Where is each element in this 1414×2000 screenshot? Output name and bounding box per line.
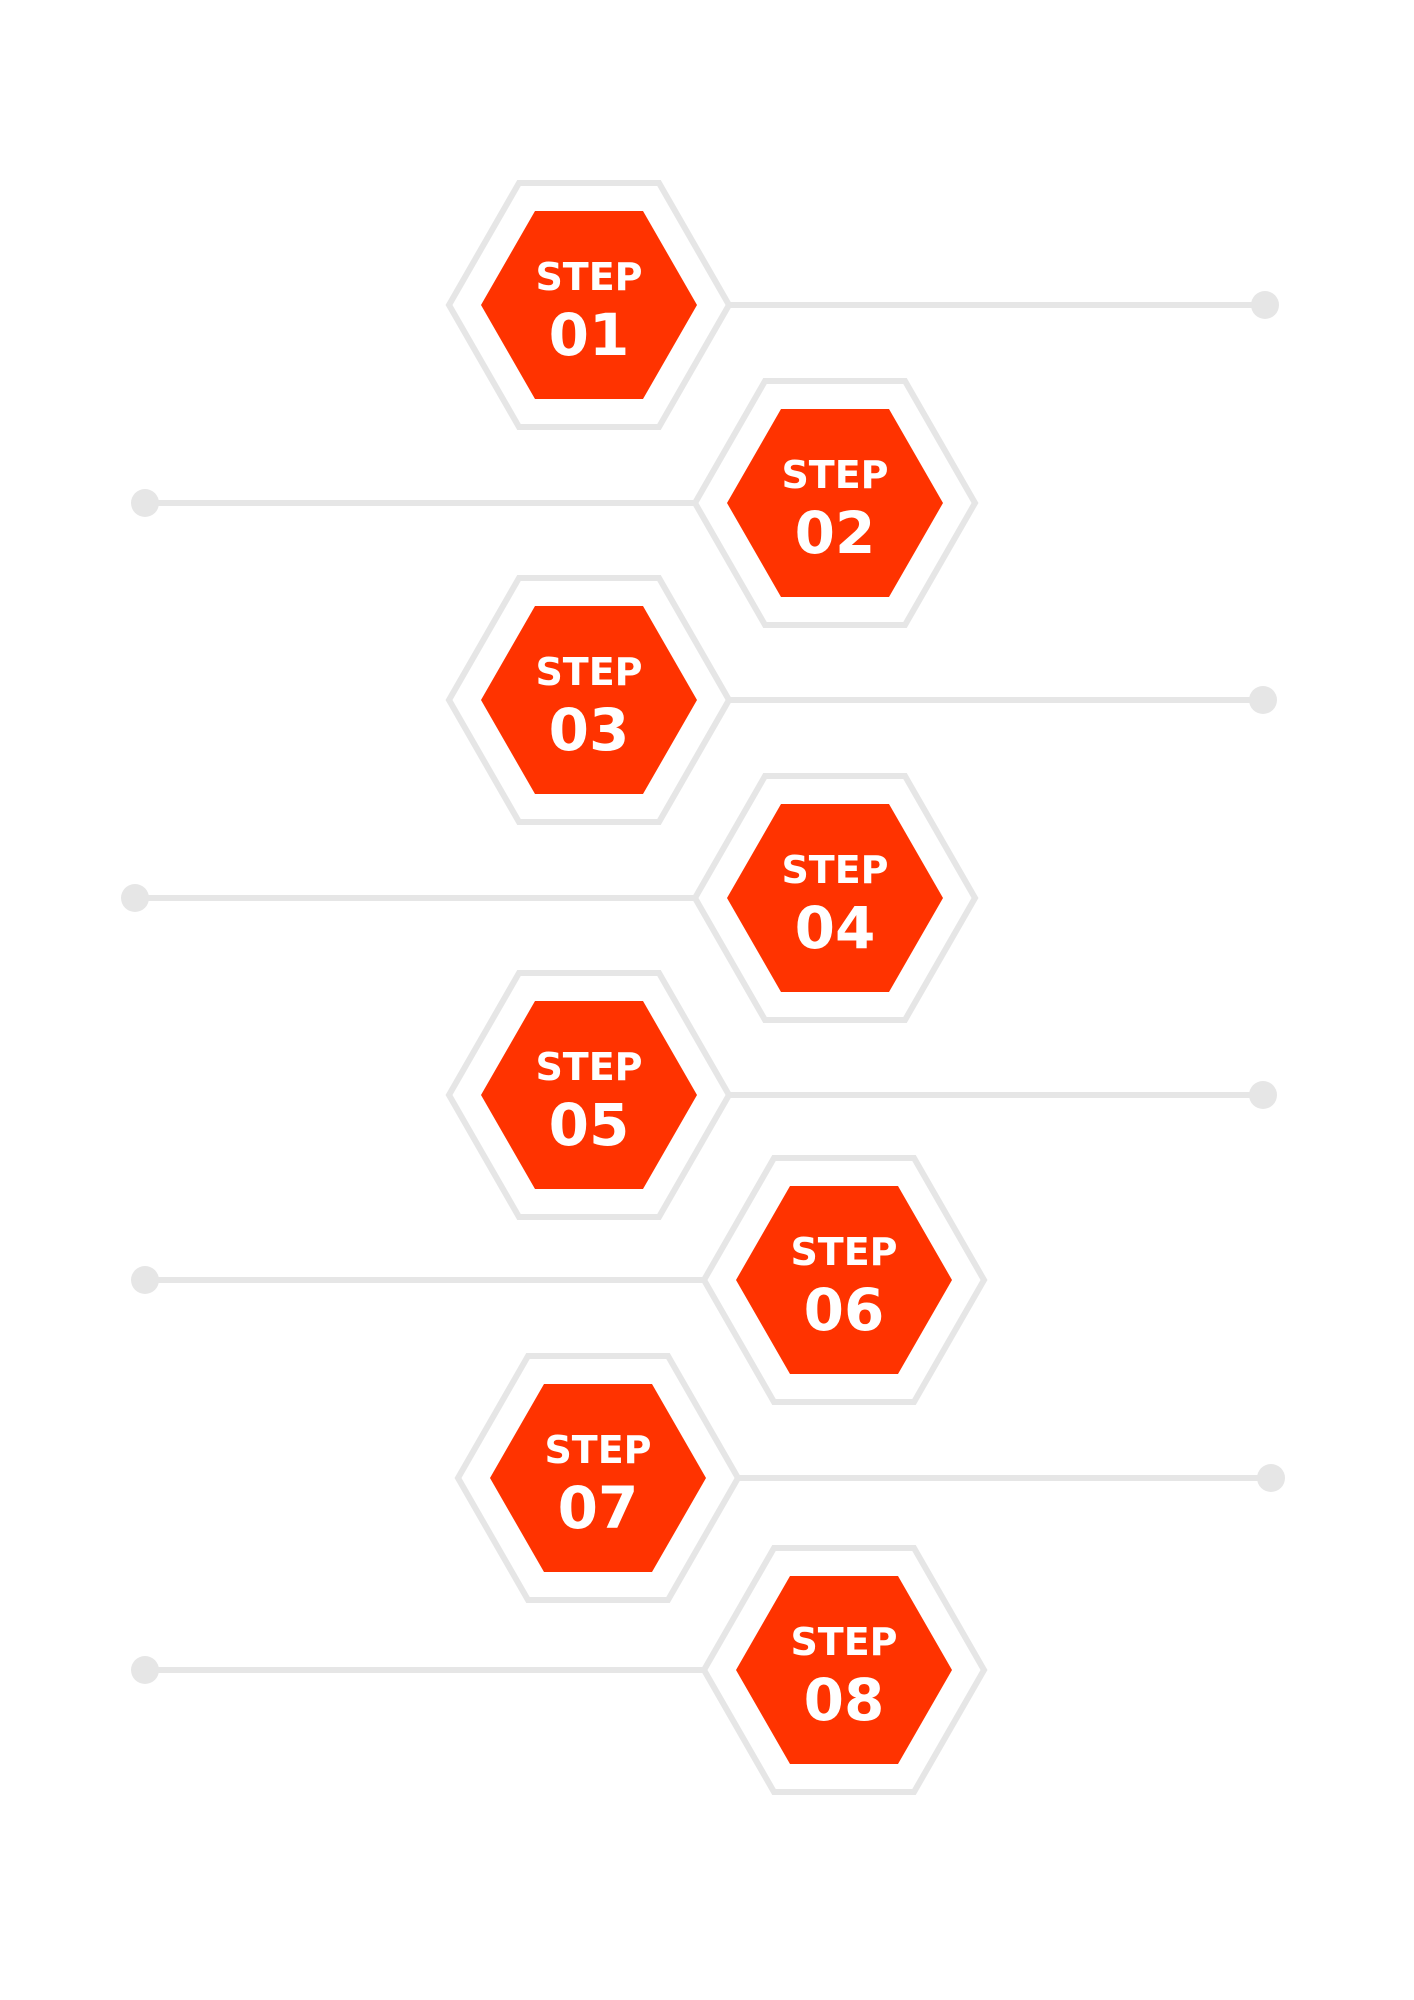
step-label: STEP (544, 1428, 651, 1472)
step-label: STEP (535, 650, 642, 694)
steps-layer: STEP01STEP02STEP03STEP04STEP05STEP06STEP… (445, 180, 988, 1795)
hexagon-fill (736, 1186, 952, 1374)
connector-dot-8 (131, 1656, 159, 1684)
hexagon-fill (481, 211, 697, 399)
step-label: STEP (790, 1230, 897, 1274)
connector-dot-5 (1249, 1081, 1277, 1109)
step-label: STEP (781, 848, 888, 892)
hexagon-fill (481, 1001, 697, 1189)
step-label: STEP (790, 1620, 897, 1664)
step-number: 07 (558, 1474, 639, 1542)
step-number: 08 (804, 1666, 885, 1734)
connector-dot-4 (121, 884, 149, 912)
hexagon-fill (481, 606, 697, 794)
step-label: STEP (535, 255, 642, 299)
step-label: STEP (781, 453, 888, 497)
connector-dot-1 (1251, 291, 1279, 319)
hexagon-fill (736, 1576, 952, 1764)
step-number: 02 (795, 499, 876, 567)
step-number: 06 (804, 1276, 885, 1344)
step-number: 04 (795, 894, 876, 962)
hexagon-fill (490, 1384, 706, 1572)
step-number: 05 (549, 1091, 630, 1159)
hexagon-fill (727, 804, 943, 992)
connectors-layer (121, 291, 1285, 1684)
step-number: 01 (549, 301, 630, 369)
connector-dot-2 (131, 489, 159, 517)
step-label: STEP (535, 1045, 642, 1089)
hexagon-fill (727, 409, 943, 597)
connector-dot-3 (1249, 686, 1277, 714)
connector-dot-7 (1257, 1464, 1285, 1492)
step-number: 03 (549, 696, 630, 764)
connector-dot-6 (131, 1266, 159, 1294)
